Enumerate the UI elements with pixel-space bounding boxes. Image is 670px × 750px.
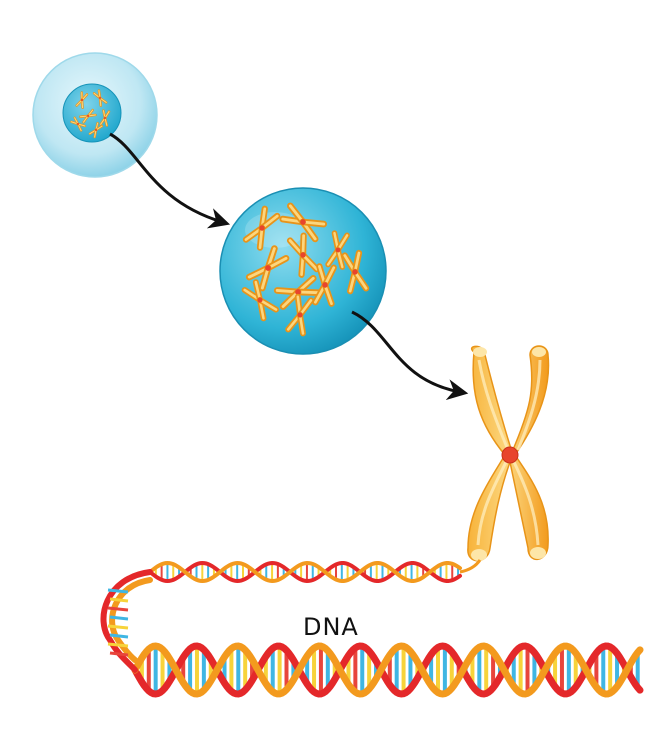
chromosome-arm-highlight: [258, 298, 278, 311]
chromosome-arm-highlight: [260, 266, 270, 290]
chromosome-arm-highlight: [298, 313, 305, 335]
dna-backbone: [109, 577, 153, 663]
chromosome-arm-highlight: [104, 111, 110, 119]
centromere: [265, 265, 271, 271]
dna-backbone: [459, 559, 482, 574]
chromosome-icon: [92, 89, 108, 107]
chromosome-arm-highlight: [81, 99, 84, 109]
chromosome-arm-highlight: [266, 256, 288, 270]
chromosome-arm-highlight: [323, 283, 333, 305]
chromosome-arm-highlight: [301, 220, 326, 226]
chromosome-arm-highlight: [353, 251, 361, 274]
arrow-icon: [351, 310, 469, 401]
dna-backbone: [148, 560, 462, 584]
chromosome-arm-highlight: [260, 214, 279, 230]
chromosome-arm-highlight: [254, 280, 262, 302]
chromosome-icon: [279, 202, 328, 243]
chromosome-arm-highlight: [94, 129, 97, 138]
centromere: [335, 247, 341, 253]
chromosome-arm-highlight: [353, 270, 368, 290]
centromere: [103, 116, 107, 120]
base-pair: [109, 633, 129, 639]
centromere: [98, 96, 102, 100]
base-pair: [107, 642, 129, 648]
chromosome-icon: [467, 345, 550, 562]
chromosome-arm-highlight: [298, 299, 313, 317]
chromosome-arm-highlight: [98, 90, 101, 99]
chromosome-icon: [99, 109, 111, 127]
chromosome-icon: [75, 91, 89, 109]
chromosome-icon: [245, 245, 290, 292]
nucleus-chromosomes: [70, 89, 111, 139]
chromosome-icon: [70, 116, 87, 132]
centromere: [257, 297, 263, 303]
chromosome-icon: [241, 279, 279, 322]
centromere: [77, 123, 79, 125]
base-pair: [109, 615, 129, 621]
chromosome-arm-highlight: [258, 226, 264, 249]
chromosome-arm-highlight: [301, 234, 305, 257]
chromosome-arm-highlight: [296, 290, 320, 295]
centromere: [259, 225, 265, 231]
chromosome-arm-highlight: [99, 97, 107, 104]
chromosome-arm-highlight: [87, 114, 96, 117]
chromosome-icon: [325, 230, 350, 270]
arrow-icon: [109, 132, 231, 229]
centromere: [322, 282, 328, 288]
centromere: [300, 252, 306, 258]
chromosome-icon: [312, 263, 337, 307]
chromosome-arm-highlight: [81, 93, 88, 101]
chromosome-arm-highlight: [336, 248, 344, 269]
centromere: [80, 98, 84, 102]
centromere: [95, 129, 97, 131]
chromosome-arm-highlight: [281, 290, 300, 308]
centromere: [300, 219, 306, 225]
dna-helix-icon: [100, 559, 644, 698]
chromosome-arm-highlight: [82, 115, 89, 123]
chromosome-arm-highlight: [74, 117, 79, 125]
centromere: [86, 114, 90, 118]
dna-backbone: [131, 642, 644, 698]
chromosome-icon: [341, 249, 370, 295]
dna-backbone: [148, 560, 462, 584]
base-pair: [107, 624, 129, 630]
chromosome-icon: [286, 232, 320, 278]
centromere: [295, 289, 301, 295]
chromosome-arm-highlight: [288, 204, 305, 224]
cell-icon: [32, 52, 158, 178]
chromosome-arm-highlight: [336, 234, 349, 252]
chromosome-arm-highlight: [77, 123, 86, 127]
dna-backbone: [131, 642, 644, 698]
base-pair: [107, 588, 129, 594]
chromosome-arm-highlight: [104, 117, 108, 126]
base-pair: [109, 597, 129, 603]
dna-label: DNA: [303, 613, 359, 641]
chromosome-icon: [79, 108, 97, 124]
nucleus-icon: [62, 83, 122, 143]
base-pair: [107, 606, 129, 612]
chromosome-icon: [285, 293, 314, 337]
base-pair: [109, 651, 129, 657]
nucleus-icon: [219, 187, 387, 355]
chromosome-arm-highlight: [323, 266, 336, 287]
chromosome-icon: [242, 205, 281, 251]
chromosome-arm-highlight: [95, 125, 103, 131]
chromosome-icon: [88, 121, 104, 139]
chromosome-icon: [273, 275, 322, 310]
chromosome-arm-highlight: [301, 253, 319, 271]
centromere: [297, 312, 303, 318]
nucleus-chromosomes: [241, 202, 370, 337]
dna-backbone: [100, 569, 153, 673]
centromere: [352, 269, 358, 275]
